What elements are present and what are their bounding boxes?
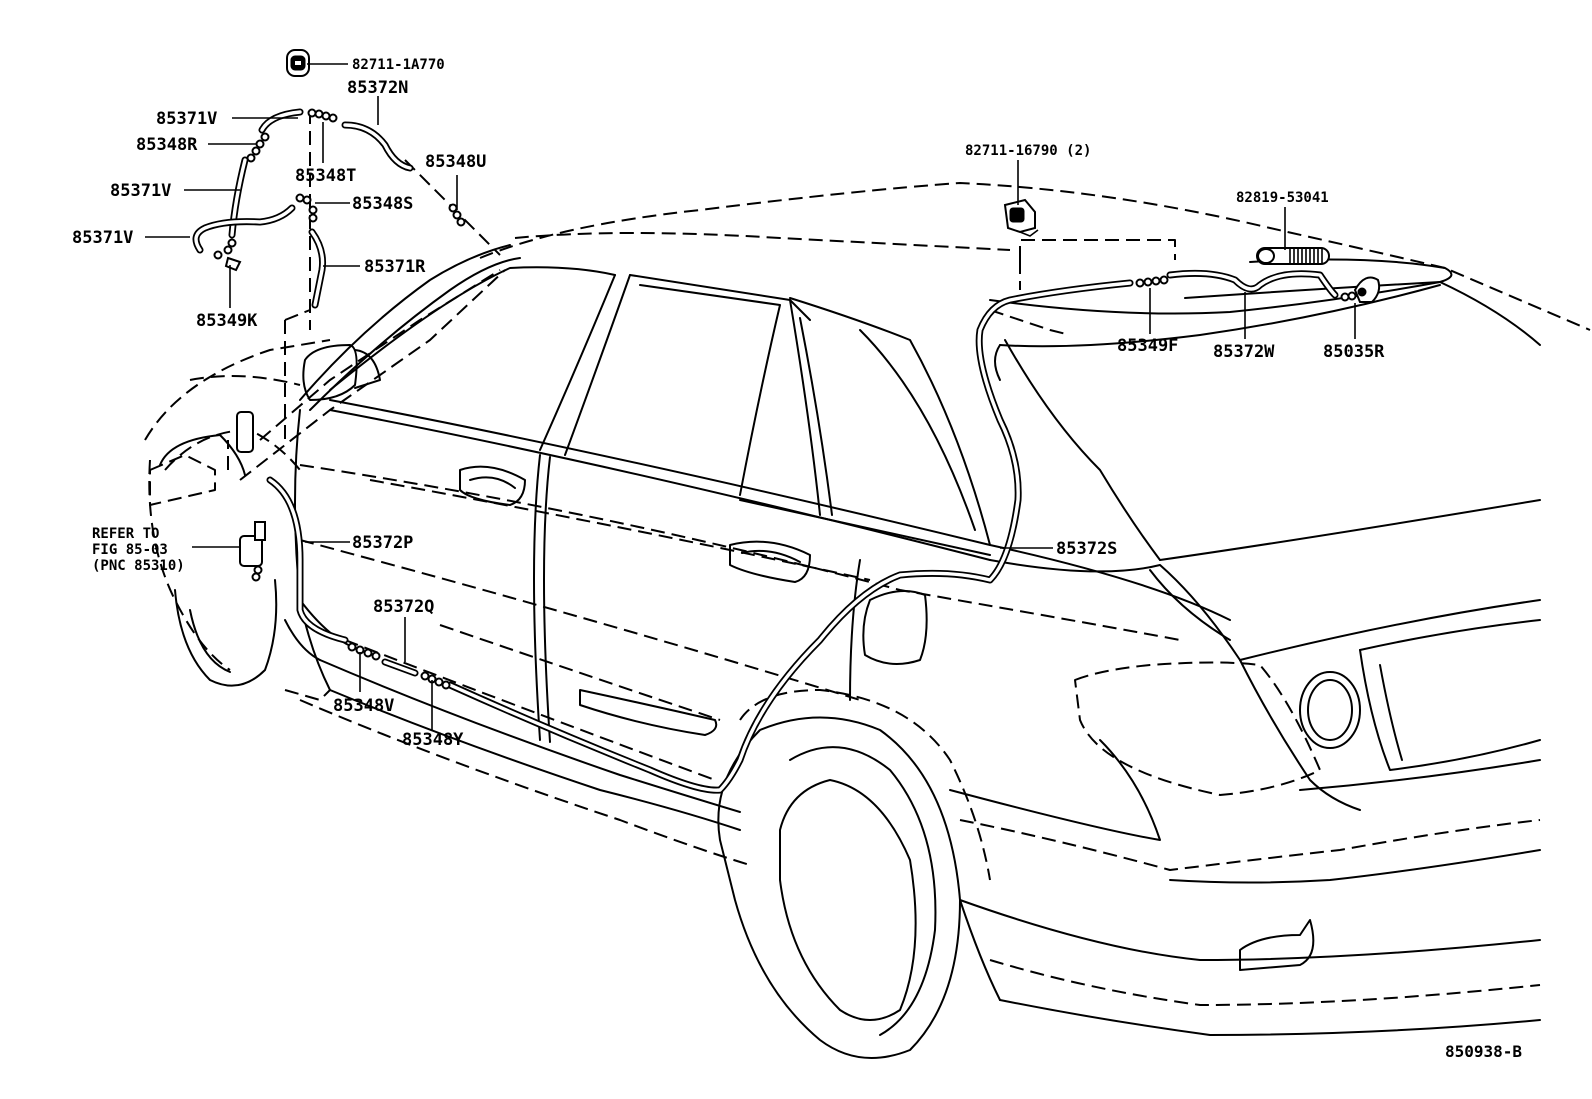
label-85349k: 85349K — [196, 311, 258, 331]
label-85371v-mid: 85371V — [110, 181, 171, 201]
label-85371v-low: 85371V — [72, 228, 133, 248]
label-82711-16790: 82711-16790 (2) — [965, 143, 1091, 159]
label-85372n: 85372N — [347, 78, 408, 98]
label-85348u: 85348U — [425, 152, 486, 172]
reference-note-line3: (PNC 85310) — [92, 558, 185, 574]
nozzle-clip-82711-1a770 — [286, 49, 310, 77]
label-85372q: 85372Q — [373, 597, 434, 617]
hose-protector-82819-53041 — [1256, 247, 1330, 265]
part-labels: 82711-1A770 85372N 85371V 85348R 85348T … — [72, 57, 1385, 750]
reference-note: REFER TO FIG 85-03 (PNC 85310) — [92, 526, 185, 574]
label-85348r: 85348R — [136, 135, 198, 155]
washer-pump — [236, 411, 266, 582]
washer-hose-routing — [192, 108, 1339, 794]
label-82711-1a770: 82711-1A770 — [352, 57, 445, 73]
label-85348s: 85348S — [352, 194, 413, 214]
label-85349f: 85349F — [1117, 336, 1178, 356]
label-85035r: 85035R — [1323, 342, 1385, 362]
washer-nozzle-85035r — [1353, 276, 1381, 303]
label-85348y: 85348Y — [402, 730, 464, 750]
hose-joints — [213, 49, 1381, 690]
figure-number: 850938-B — [1445, 1042, 1522, 1061]
nozzle-clip-82711-16790 — [1003, 198, 1039, 237]
label-85372s: 85372S — [1056, 539, 1117, 559]
label-85348v: 85348V — [333, 696, 394, 716]
reference-note-line2: FIG 85-03 — [92, 542, 168, 558]
label-85372w: 85372W — [1213, 342, 1275, 362]
leader-lines — [145, 63, 1356, 730]
car-body-outline — [144, 110, 1591, 1059]
label-82819-53041: 82819-53041 — [1236, 190, 1329, 206]
label-85371r: 85371R — [364, 257, 426, 277]
label-85372p: 85372P — [352, 533, 413, 553]
reference-note-line1: REFER TO — [92, 526, 159, 542]
label-85348t: 85348T — [295, 166, 356, 186]
label-85371v-top: 85371V — [156, 109, 217, 129]
